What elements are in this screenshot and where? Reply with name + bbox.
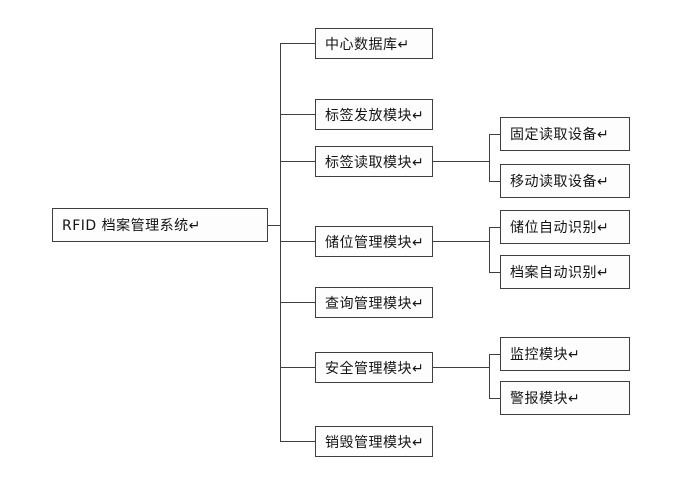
connector-tag-reading-trunk (489, 134, 490, 182)
node-label: 安全管理模块↵ (325, 360, 425, 377)
connector-monitoring-module (489, 354, 500, 355)
connector-query-management (280, 302, 315, 303)
node-tag-issuing-module: 标签发放模块↵ (315, 99, 433, 130)
connector-archive-auto-id (489, 272, 500, 273)
node-label: 标签发放模块↵ (325, 107, 425, 124)
node-label: 固定读取设备↵ (510, 127, 610, 143)
node-label: 查询管理模块↵ (325, 295, 425, 312)
node-destruction-management-module: 销毁管理模块↵ (315, 426, 433, 457)
node-label: 标签读取模块↵ (325, 154, 425, 171)
connector-storage-management (280, 241, 315, 242)
connector-storage-trunk (489, 227, 490, 273)
node-archive-auto-identification: 档案自动识别↵ (500, 255, 630, 289)
node-label: 中心数据库↵ (325, 36, 410, 53)
node-storage-management-module: 储位管理模块↵ (315, 226, 433, 257)
connector-central-database (280, 43, 315, 44)
node-alarm-module: 警报模块↵ (500, 381, 630, 415)
node-storage-auto-identification: 储位自动识别↵ (500, 210, 630, 244)
node-label: 储位自动识别↵ (510, 220, 610, 236)
connector-tag-issuing-module (280, 114, 315, 115)
connector-security-trunk (489, 354, 490, 399)
node-query-management-module: 查询管理模块↵ (315, 287, 433, 318)
node-label: 销毁管理模块↵ (325, 434, 425, 451)
node-label: 移动读取设备↵ (510, 174, 610, 190)
connector-root-to-trunk (268, 225, 280, 226)
node-central-database: 中心数据库↵ (315, 28, 433, 59)
connector-tag-reading-module (280, 161, 315, 162)
node-label: 储位管理模块↵ (325, 234, 425, 251)
connector-fixed-reading-device (489, 134, 500, 135)
connector-level2-trunk (280, 43, 281, 442)
node-label: 警报模块↵ (510, 391, 581, 407)
connector-security-to-children (433, 367, 489, 368)
node-mobile-reading-device: 移动读取设备↵ (500, 164, 630, 198)
node-monitoring-module: 监控模块↵ (500, 337, 630, 371)
connector-security-management (280, 367, 315, 368)
node-label: 档案自动识别↵ (510, 265, 610, 281)
connector-tag-reading-to-children (433, 161, 489, 162)
node-security-management-module: 安全管理模块↵ (315, 352, 433, 383)
node-rfid-archive-management-system: RFID 档案管理系统↵ (52, 208, 268, 242)
node-label: RFID 档案管理系统↵ (62, 218, 201, 234)
node-tag-reading-module: 标签读取模块↵ (315, 146, 433, 177)
connector-storage-to-children (433, 241, 489, 242)
connector-destruction-management (280, 441, 315, 442)
connector-mobile-reading-device (489, 181, 500, 182)
connector-storage-auto-id (489, 227, 500, 228)
node-label: 监控模块↵ (510, 347, 581, 363)
connector-alarm-module (489, 398, 500, 399)
node-fixed-reading-device: 固定读取设备↵ (500, 117, 630, 151)
